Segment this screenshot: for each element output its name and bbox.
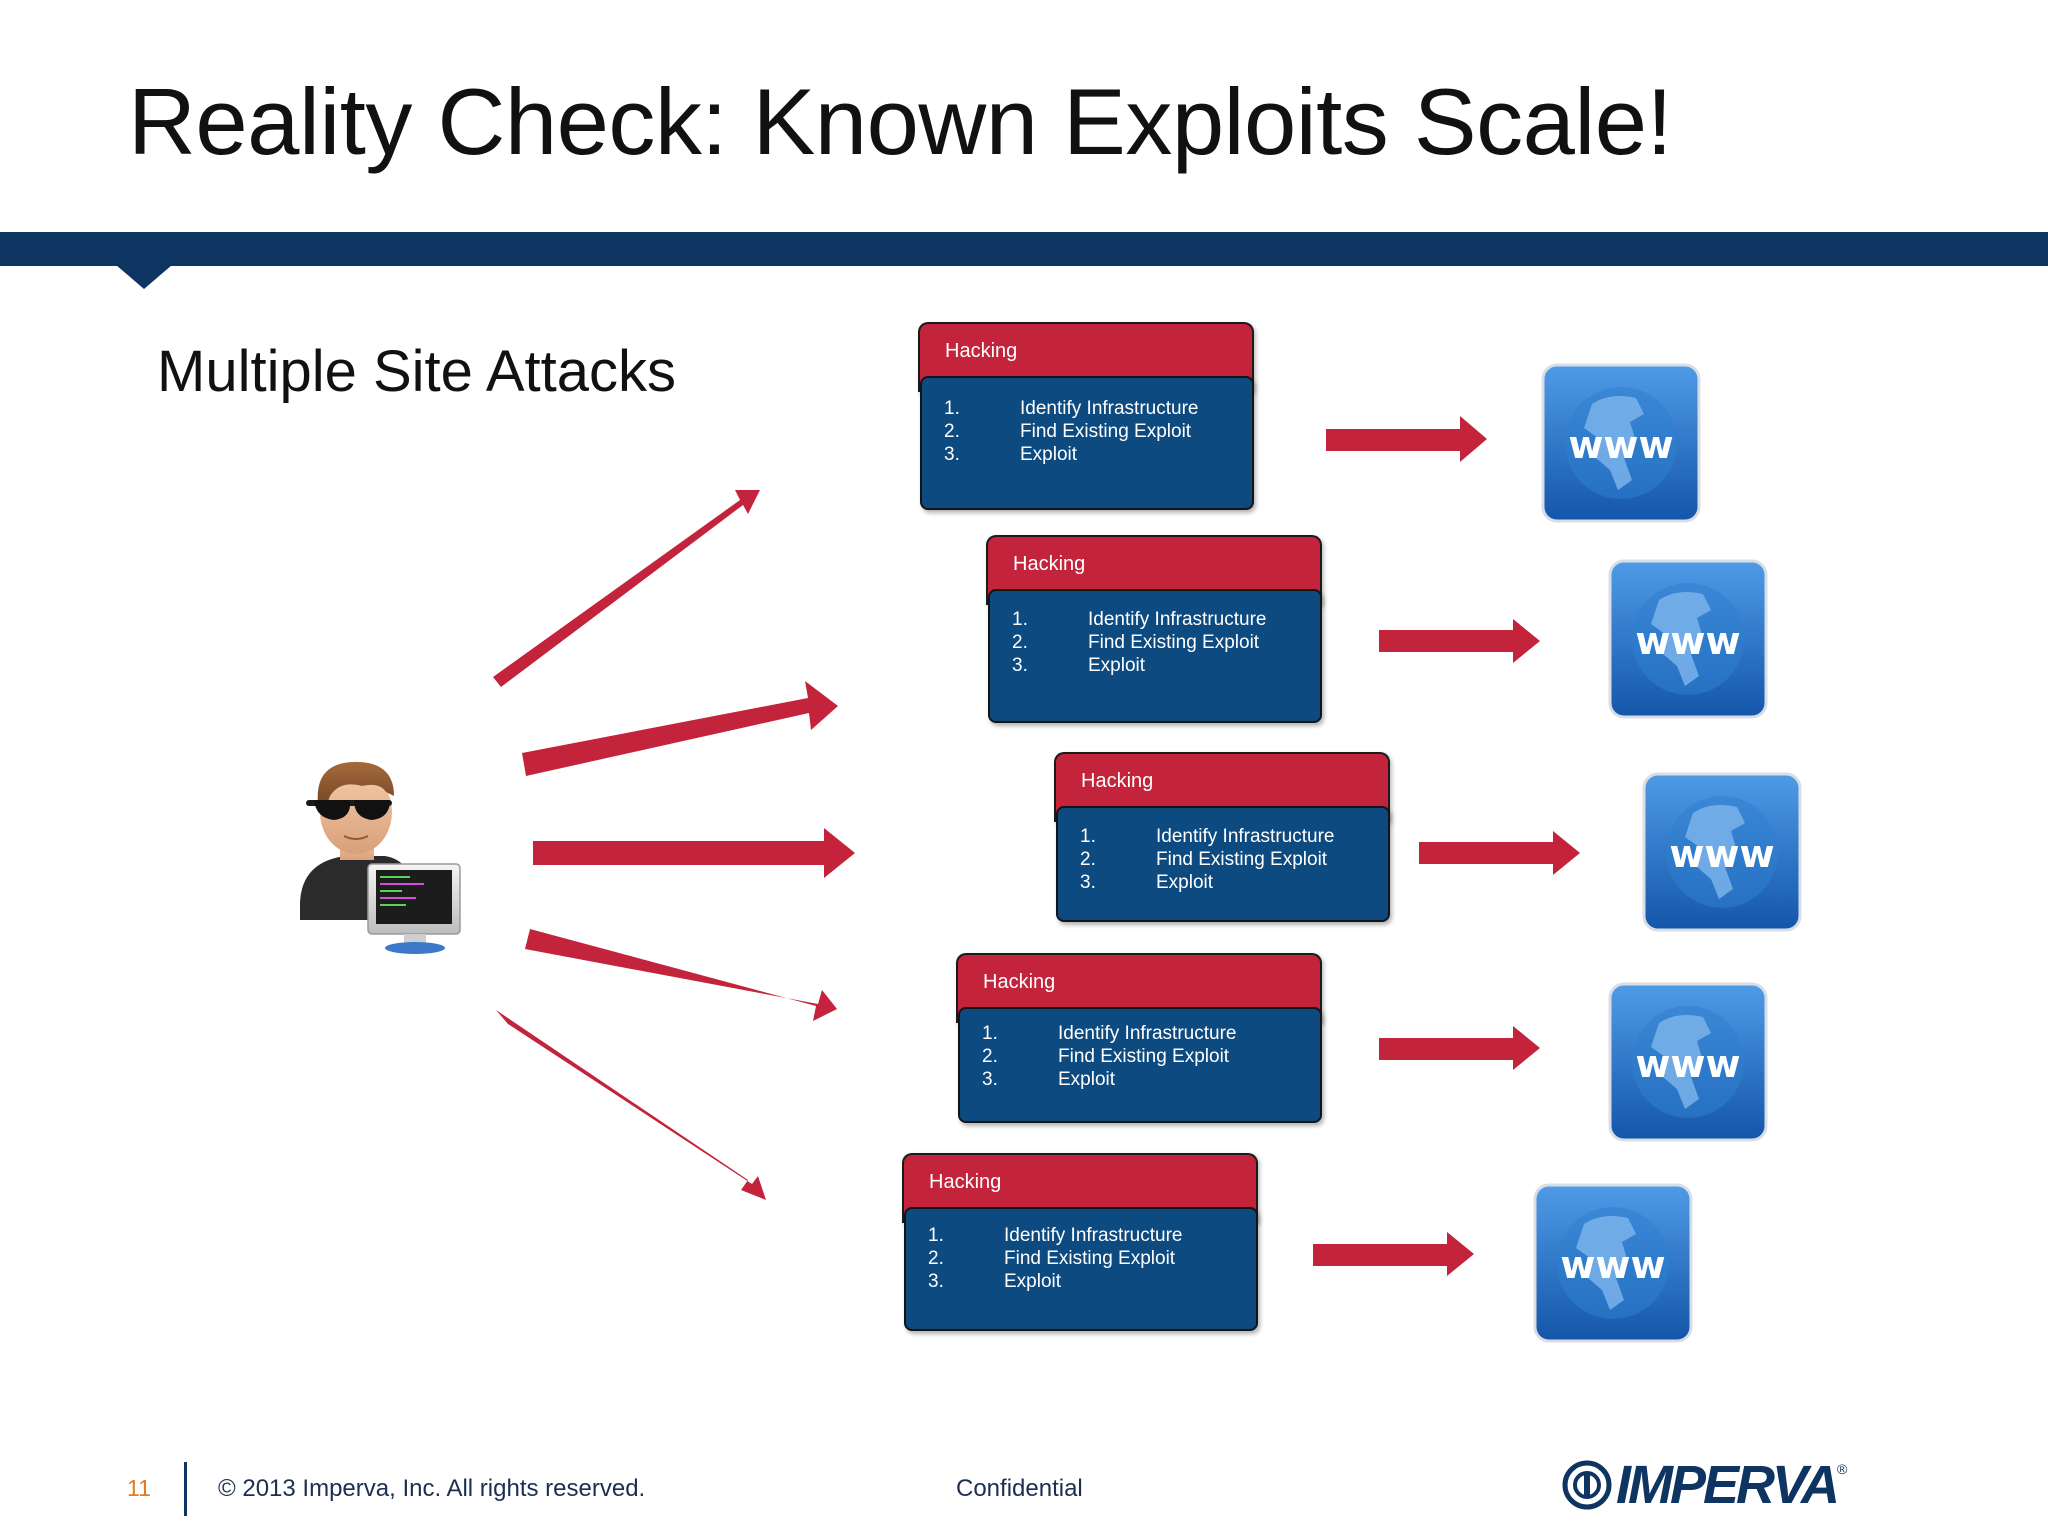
- step-item: 3. Exploit: [928, 1271, 1061, 1293]
- imperva-logo: IMPERVA ®: [1562, 1455, 1847, 1515]
- site-arrow-4: [1379, 1026, 1540, 1070]
- site-arrow-3: [1419, 831, 1580, 875]
- step-text: Identify Infrastructure: [1156, 826, 1335, 847]
- step-text: Identify Infrastructure: [1058, 1023, 1237, 1044]
- step-item: 1. Identify Infrastructure: [982, 1023, 1236, 1045]
- slide-title: Reality Check: Known Exploits Scale!: [128, 69, 1673, 174]
- site-arrow-1: [1326, 416, 1487, 462]
- step-text: Exploit: [1020, 444, 1078, 465]
- globe-www-icon: www: [1642, 772, 1802, 932]
- globe-www-icon: www: [1533, 1183, 1693, 1343]
- copyright-text: © 2013 Imperva, Inc. All rights reserved…: [218, 1475, 646, 1502]
- step-number: 2.: [982, 1046, 998, 1067]
- globe-www-icon: www: [1541, 363, 1701, 523]
- step-item: 3. Exploit: [944, 444, 1077, 466]
- card-steps: 1. Identify Infrastructure 2. Find Existin…: [920, 376, 1254, 510]
- step-text: Exploit: [1004, 1271, 1062, 1292]
- step-number: 3.: [1012, 655, 1028, 676]
- step-item: 2. Find Existing Exploit: [1012, 632, 1259, 654]
- card-header-label: Hacking: [983, 971, 1056, 993]
- step-item: 3. Exploit: [982, 1069, 1115, 1091]
- site-arrow-5: [1313, 1232, 1474, 1276]
- hacking-card-2: Hacking 1. Identify Infrastructure 2. Find…: [986, 535, 1322, 723]
- card-steps: 1. Identify Infrastructure 2. Find Existin…: [904, 1207, 1258, 1331]
- step-number: 1.: [982, 1023, 998, 1044]
- step-item: 2. Find Existing Exploit: [1080, 849, 1327, 871]
- card-header-label: Hacking: [929, 1171, 1002, 1193]
- step-text: Find Existing Exploit: [1058, 1046, 1230, 1067]
- logo-registered: ®: [1837, 1461, 1848, 1477]
- step-item: 3. Exploit: [1080, 872, 1213, 894]
- step-item: 1. Identify Infrastructure: [1012, 609, 1266, 631]
- site-arrow-2: [1379, 619, 1540, 663]
- step-item: 1. Identify Infrastructure: [928, 1225, 1182, 1247]
- step-text: Identify Infrastructure: [1088, 609, 1267, 630]
- card-steps: 1. Identify Infrastructure 2. Find Existin…: [1056, 806, 1390, 922]
- step-text: Exploit: [1058, 1069, 1116, 1090]
- footer-divider: [184, 1462, 187, 1516]
- step-item: 2. Find Existing Exploit: [944, 421, 1191, 443]
- step-text: Find Existing Exploit: [1020, 421, 1192, 442]
- confidential-label: Confidential: [956, 1475, 1083, 1502]
- hacking-card-3: Hacking 1. Identify Infrastructure 2. Find…: [1054, 752, 1390, 922]
- step-text: Find Existing Exploit: [1088, 632, 1260, 653]
- card-steps: 1. Identify Infrastructure 2. Find Existin…: [958, 1007, 1322, 1123]
- hacking-card-4: Hacking 1. Identify Infrastructure 2. Find…: [956, 953, 1322, 1123]
- step-item: 3. Exploit: [1012, 655, 1145, 677]
- slide-subtitle: Multiple Site Attacks: [157, 339, 676, 404]
- step-text: Find Existing Exploit: [1156, 849, 1328, 870]
- step-number: 2.: [1012, 632, 1028, 653]
- step-item: 1. Identify Infrastructure: [944, 398, 1198, 420]
- website-label: www: [1635, 1042, 1740, 1086]
- imperva-logo-mark-icon: [1562, 1460, 1612, 1510]
- step-text: Find Existing Exploit: [1004, 1248, 1176, 1269]
- step-number: 2.: [944, 421, 960, 442]
- fan-arrow-2: [522, 681, 838, 776]
- hacker-at-computer-icon: [300, 761, 461, 954]
- step-number: 1.: [1012, 609, 1028, 630]
- step-text: Exploit: [1156, 872, 1214, 893]
- website-label: www: [1568, 423, 1673, 467]
- hacking-card-1: Hacking 1. Identify Infrastructure 2. Find…: [918, 322, 1254, 510]
- step-text: Identify Infrastructure: [1004, 1225, 1183, 1246]
- page-number: 11: [127, 1475, 151, 1501]
- globe-www-icon: www: [1608, 559, 1768, 719]
- fan-arrow-4: [525, 929, 837, 1021]
- step-number: 2.: [1080, 849, 1096, 870]
- logo-text: IMPERVA: [1616, 1455, 1840, 1515]
- fan-arrow-5: [496, 1010, 766, 1200]
- hacking-card-5: Hacking 1. Identify Infrastructure 2. Find…: [902, 1153, 1258, 1331]
- step-number: 1.: [944, 398, 960, 419]
- step-text: Exploit: [1088, 655, 1146, 676]
- card-header-label: Hacking: [1013, 553, 1086, 575]
- title-bar: [0, 232, 2048, 266]
- step-item: 2. Find Existing Exploit: [982, 1046, 1229, 1068]
- step-number: 2.: [928, 1248, 944, 1269]
- step-item: 2. Find Existing Exploit: [928, 1248, 1175, 1270]
- card-header-label: Hacking: [945, 340, 1018, 362]
- website-label: www: [1669, 832, 1774, 876]
- card-steps: 1. Identify Infrastructure 2. Find Existin…: [988, 589, 1322, 723]
- globe-www-icon: www: [1608, 982, 1768, 1142]
- fan-arrow-1: [493, 490, 760, 687]
- card-header-label: Hacking: [1081, 770, 1154, 792]
- step-text: Identify Infrastructure: [1020, 398, 1199, 419]
- step-number: 3.: [944, 444, 960, 465]
- website-label: www: [1560, 1243, 1665, 1287]
- website-label: www: [1635, 619, 1740, 663]
- step-number: 3.: [928, 1271, 944, 1292]
- step-number: 3.: [982, 1069, 998, 1090]
- fan-arrow-3: [533, 828, 855, 878]
- step-number: 1.: [1080, 826, 1096, 847]
- step-item: 1. Identify Infrastructure: [1080, 826, 1334, 848]
- title-bar-notch: [116, 265, 172, 289]
- step-number: 3.: [1080, 872, 1096, 893]
- step-number: 1.: [928, 1225, 944, 1246]
